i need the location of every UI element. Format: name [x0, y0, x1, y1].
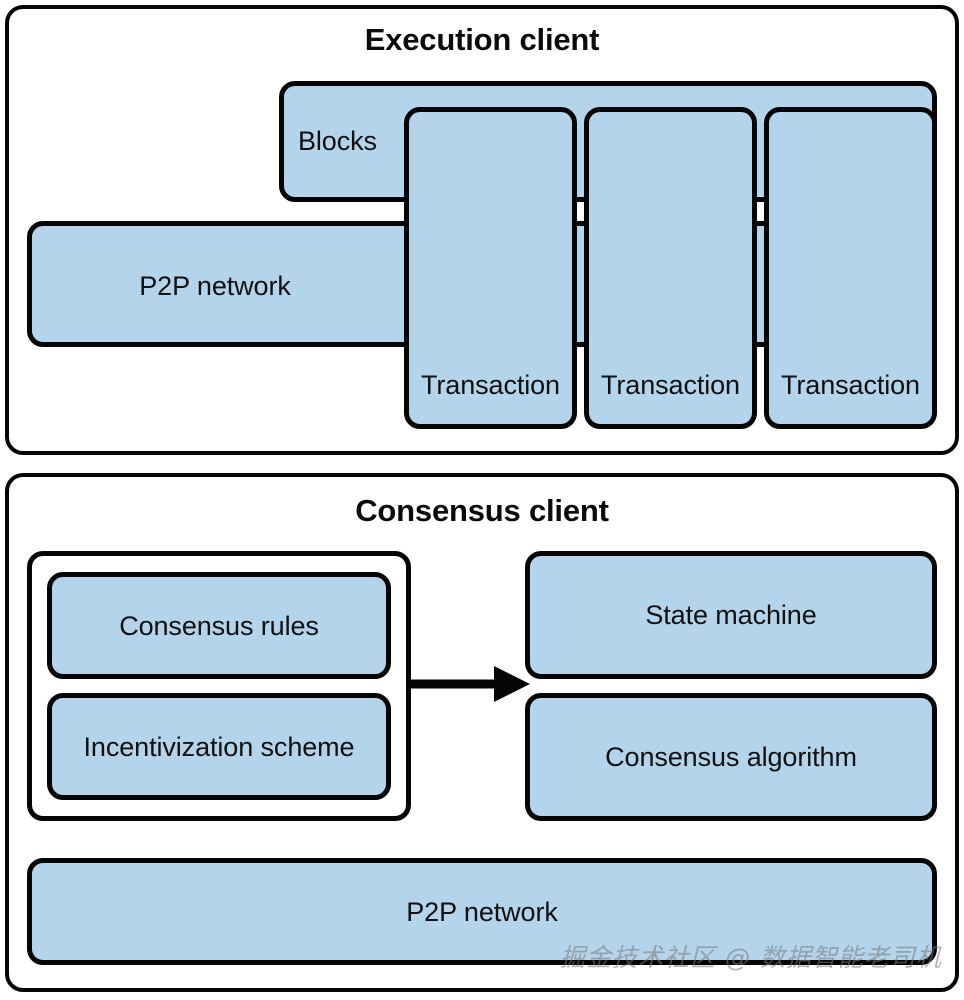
transaction-box-1 — [404, 107, 577, 429]
consensus-p2p-network-box — [27, 858, 937, 965]
consensus-rules-label: Consensus rules — [119, 611, 319, 641]
transaction-box-3 — [764, 107, 937, 429]
execution-p2p-network-label: P2P network — [139, 271, 291, 301]
flow-arrow-icon — [408, 666, 530, 702]
transaction-label-3: Transaction — [781, 370, 920, 400]
consensus-algorithm-box — [525, 693, 937, 821]
transaction-label-1: Transaction — [421, 370, 560, 400]
state-machine-box — [525, 551, 937, 679]
incentivization-scheme-label: Incentivization scheme — [83, 732, 355, 762]
transaction-label-2: Transaction — [601, 370, 740, 400]
incentivization-scheme-box — [47, 693, 391, 800]
consensus-client-title: Consensus client — [355, 493, 609, 528]
execution-client-title: Execution client — [364, 22, 600, 57]
consensus-algorithm-label: Consensus algorithm — [605, 742, 857, 772]
blocks-label: Blocks — [298, 126, 377, 156]
consensus-rules-box — [47, 572, 391, 679]
state-machine-label: State machine — [645, 600, 817, 630]
consensus-p2p-network-label: P2P network — [406, 897, 558, 927]
transaction-box-2 — [584, 107, 757, 429]
